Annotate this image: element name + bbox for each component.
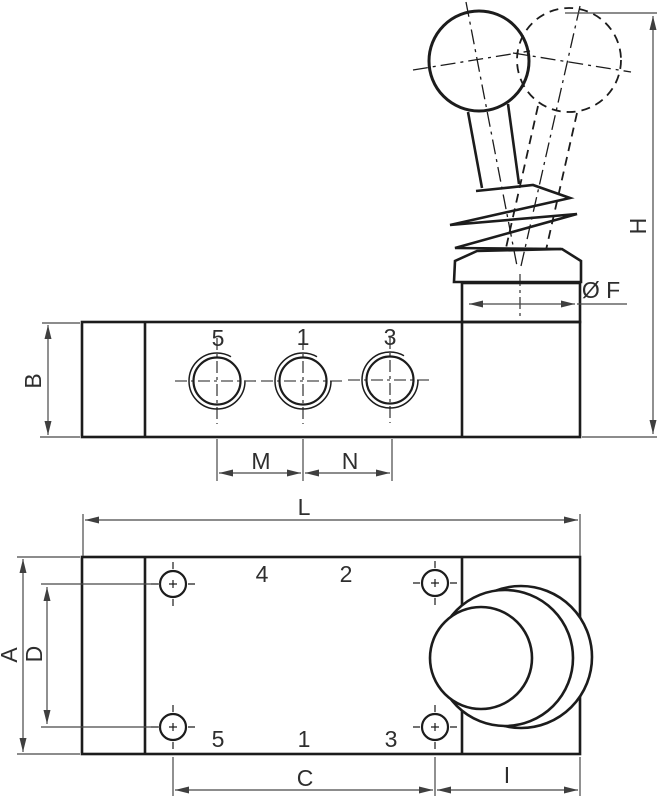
dim-b-label: B <box>20 373 46 388</box>
dim-a: A <box>0 556 80 755</box>
bottom-port-1-label: 1 <box>298 726 311 752</box>
port-1: 1 <box>261 324 345 424</box>
knob-ball-circle <box>428 605 534 711</box>
dim-c-i: C I <box>172 757 581 796</box>
phantom-horizontal-centerline <box>512 52 632 73</box>
top-view: 4 2 5 1 3 L A D <box>0 494 594 796</box>
phantom-shaft-left-edge <box>505 105 539 249</box>
ball-knob <box>427 9 531 113</box>
dim-d: D <box>21 583 160 728</box>
dim-l: L <box>82 494 581 556</box>
top-port-2-label: 2 <box>340 561 353 587</box>
side-view: 5 1 3 B M <box>20 1 657 481</box>
mounting-hole-bottom-right <box>413 705 457 749</box>
dim-n-label: N <box>342 448 359 474</box>
phantom-axis-centerline <box>520 5 581 267</box>
lever-assembly <box>412 1 632 324</box>
port-3-label: 3 <box>384 324 397 350</box>
phantom-ball-knob <box>516 7 622 113</box>
collar <box>460 281 582 324</box>
bellows-base <box>452 247 583 284</box>
phantom-shaft-right-edge <box>545 112 578 251</box>
knob-top-view <box>428 584 594 730</box>
dim-h: H <box>565 12 657 438</box>
mounting-hole-crosshair <box>413 561 457 605</box>
dim-c-label: C <box>297 765 314 791</box>
dim-i-label: I <box>504 762 510 788</box>
dim-h-label: H <box>625 218 651 235</box>
lever-shaft-right-edge <box>506 103 521 185</box>
dim-m-n: M N <box>216 439 393 481</box>
port-3: 3 <box>348 324 432 423</box>
mounting-hole-crosshair <box>413 705 457 749</box>
lever-axis-centerline <box>465 1 518 267</box>
dim-f: Ø F <box>469 277 627 308</box>
bottom-port-3-label: 3 <box>385 726 398 752</box>
dim-l-label: L <box>298 494 311 520</box>
port-5: 5 <box>175 325 259 424</box>
dim-m-label: M <box>251 448 270 474</box>
lever-shaft-left-edge <box>466 111 484 189</box>
top-port-4-label: 4 <box>256 561 269 587</box>
bottom-port-5-label: 5 <box>212 726 225 752</box>
dim-b: B <box>20 322 80 438</box>
mounting-hole-top-right <box>413 561 457 605</box>
port-1-label: 1 <box>297 324 310 350</box>
ball-horizontal-centerline <box>412 50 531 71</box>
valve-body-side <box>80 320 582 439</box>
bellows <box>449 183 578 251</box>
port-5-label: 5 <box>212 325 225 351</box>
dim-d-label: D <box>21 646 47 663</box>
dim-a-label: A <box>0 647 22 663</box>
dim-f-label: Ø F <box>582 277 620 303</box>
